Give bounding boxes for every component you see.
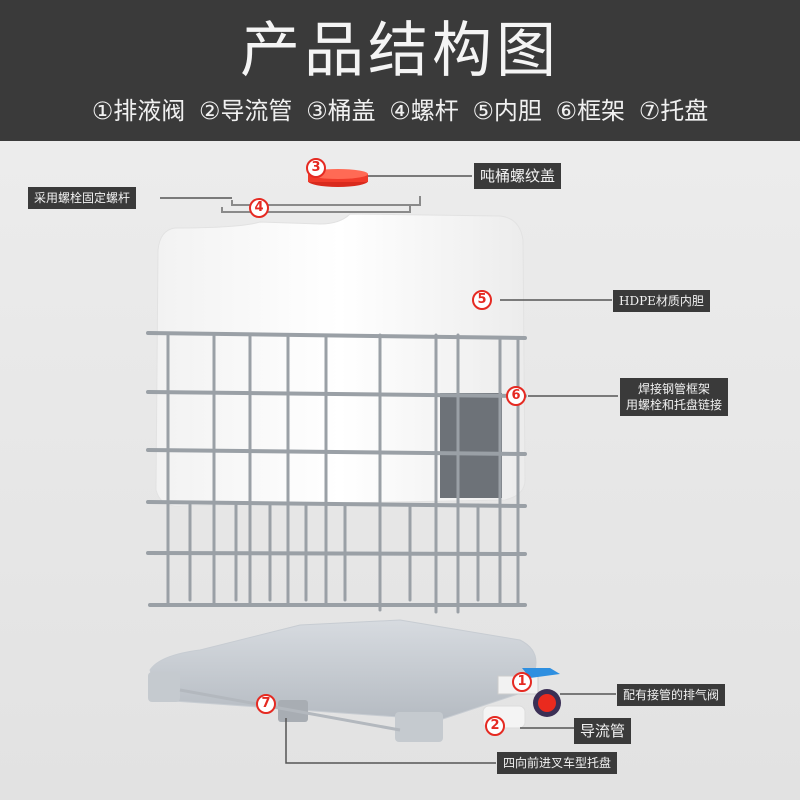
legend-item-screw: ④螺杆 [389,97,459,125]
label-liner: HDPE材质内胆 [613,290,710,312]
label-screw: 采用螺栓固定螺杆 [28,187,137,209]
legend-item-pallet: ⑦托盘 [638,97,709,125]
steel-cage [146,331,527,614]
pallet [148,619,537,742]
legend-item-valve: ①排液阀 [91,97,186,125]
legend-item-lid: ③桶盖 [306,97,376,125]
badge-liner: 5 [472,290,492,310]
badge-pallet: 7 [256,694,276,714]
label-frame-line1: 焊接钢管框架 [638,382,711,396]
label-pipe: 导流管 [574,718,632,744]
label-frame-line2: 用螺栓和托盘链接 [626,398,723,412]
page-title: 产品结构图 [240,16,560,86]
label-lid: 吨桶螺纹盖 [474,163,562,189]
badge-valve: 1 [512,672,532,692]
parts-legend: ①排液阀 ②导流管 ③桶盖 ④螺杆 ⑤内胆 ⑥框架 ⑦托盘 [0,95,800,127]
label-pallet: 四向前进叉车型托盘 [497,752,618,774]
badge-pipe: 2 [485,716,505,736]
hdpe-tank [155,213,526,507]
badge-screw: 4 [249,198,269,218]
legend-item-liner: ⑤内胆 [472,97,542,125]
badge-frame: 6 [506,386,526,406]
label-valve: 配有接管的排气阀 [617,684,726,706]
frame-plate [440,393,502,498]
header-banner: 产品结构图 ①排液阀 ②导流管 ③桶盖 ④螺杆 ⑤内胆 ⑥框架 ⑦托盘 [0,0,800,141]
legend-item-frame: ⑥框架 [555,97,626,125]
badge-lid: 3 [306,158,326,178]
screw-rods [221,196,421,213]
label-frame: 焊接钢管框架 用螺栓和托盘链接 [620,378,729,416]
legend-item-pipe: ②导流管 [198,97,293,125]
